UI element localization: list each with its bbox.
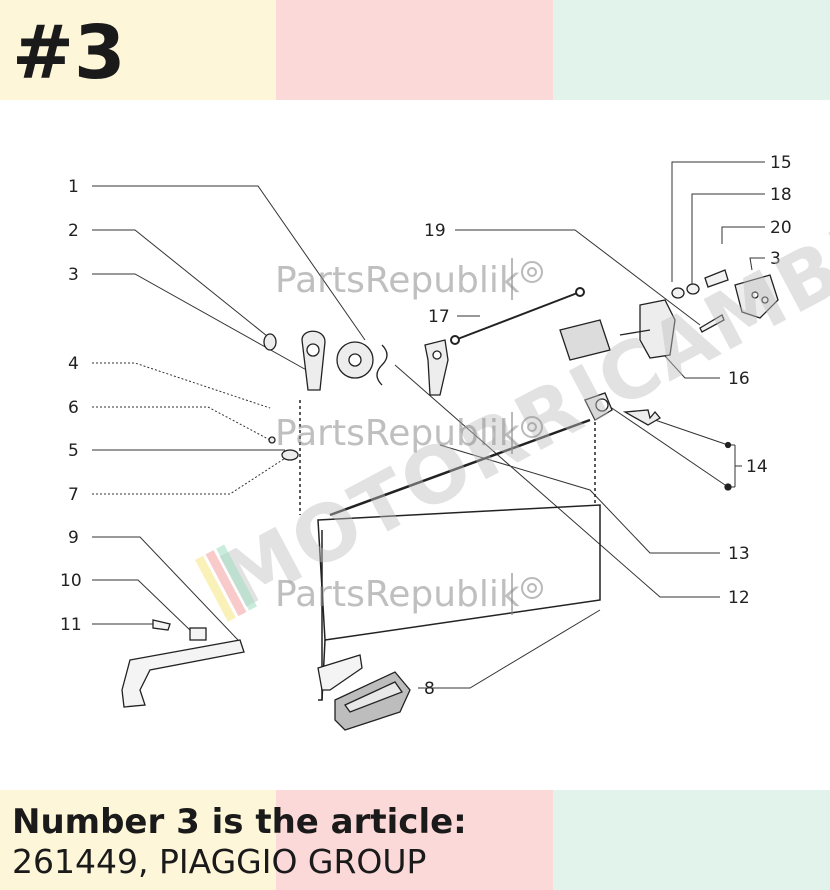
partsrepublik-watermark-1: PartsRepublik [275,260,520,301]
band-pink-bottom [276,790,553,890]
label-6: 6 [68,398,79,418]
band-pink [276,0,553,100]
exploded-parts-diagram: 1 2 3 4 6 5 7 9 10 11 19 17 15 18 20 3 1… [60,153,830,731]
latch-part-16 [559,299,676,361]
gear-icon [511,258,543,615]
article-caption-code: 261449, PIAGGIO GROUP [12,842,427,881]
partsrepublik-watermark-3: PartsRepublik [275,574,520,615]
band-yellow [0,0,276,100]
label-18: 18 [770,185,792,205]
bracket-part-3 [734,274,779,319]
handle-part-8 [334,671,411,731]
label-12: 12 [728,588,750,608]
lock-cylinder-key [584,392,732,491]
strap-bracket [121,619,245,708]
label-3: 3 [68,265,79,285]
label-20: 20 [770,218,792,238]
label-3b: 3 [770,249,781,269]
bottom-color-band [0,790,830,890]
label-19: 19 [424,221,446,241]
band-yellow-bottom [0,790,276,890]
label-16: 16 [728,369,750,389]
label-2: 2 [68,221,79,241]
label-15: 15 [770,153,792,173]
hinge-bracket [317,654,363,691]
band-mint [553,0,830,100]
watermarks: MOTORRICAMBI PartsRepublik PartsRepublik… [195,209,830,627]
label-9: 9 [68,528,79,548]
part-labels: 1 2 3 4 6 5 7 9 10 11 19 17 15 18 20 3 1… [60,153,792,699]
label-5: 5 [68,441,79,461]
label-7: 7 [68,485,79,505]
label-17: 17 [428,307,450,327]
label-13: 13 [728,544,750,564]
top-color-band [0,0,830,100]
label-1: 1 [68,177,79,197]
callout-lines [92,161,765,689]
cable-part-17 [450,287,585,345]
lock-components [263,330,449,461]
article-number-badge: #3 [12,10,126,96]
label-8: 8 [424,679,435,699]
watermark-stripes [195,544,258,622]
partsrepublik-watermark-2: PartsRepublik [275,413,520,454]
label-11: 11 [60,615,82,635]
band-mint-bottom [553,790,830,890]
label-4: 4 [68,354,79,374]
article-caption-title: Number 3 is the article: [12,802,467,842]
label-10: 10 [60,571,82,591]
label-14: 14 [746,457,768,477]
washers-bolt [671,269,729,333]
